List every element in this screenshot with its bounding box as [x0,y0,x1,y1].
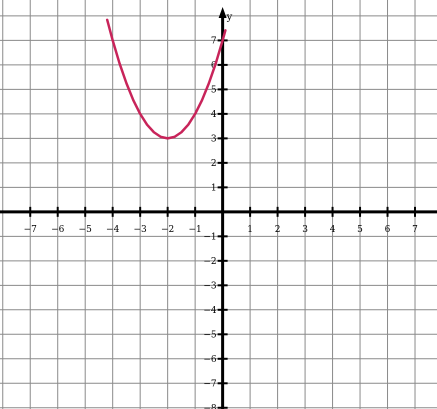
axes: y [0,7,437,409]
x-tick-label: 5 [357,225,363,235]
x-tick-label: 2 [275,225,281,235]
y-tick-label: −5 [203,330,217,340]
x-tick-label: −7 [24,225,38,235]
x-tick-label: 6 [385,225,391,235]
parabola-line [105,18,227,140]
x-tick-label: −3 [134,225,148,235]
y-tick-label: −3 [203,281,217,291]
x-tick-label: 1 [247,225,253,235]
y-axis-label: y [226,12,233,23]
y-tick-label: −8 [203,404,217,409]
curve [105,18,227,140]
y-tick-label: 3 [211,134,217,144]
x-tick-label: −1 [188,225,201,235]
y-tick-label: 7 [211,36,217,46]
x-tick-label: −5 [79,225,93,235]
x-tick-label: −6 [51,225,65,235]
y-tick-label: 2 [211,159,217,169]
y-tick-label: −4 [203,306,217,316]
x-tick-label: −2 [161,225,174,235]
y-axis-arrow [218,7,227,18]
y-tick-label: 1 [211,183,217,193]
x-tick-label: 3 [302,225,308,235]
ticks [29,39,417,409]
x-tick-label: 4 [330,225,336,235]
y-tick-label: −6 [203,355,217,365]
y-tick-label: −2 [203,257,216,267]
y-tick-label: 5 [211,85,217,95]
y-tick-label: −1 [203,232,216,242]
x-tick-label: 7 [412,225,418,235]
y-tick-label: −7 [203,379,217,389]
y-tick-label: 4 [211,110,217,120]
x-tick-label: −4 [106,225,120,235]
